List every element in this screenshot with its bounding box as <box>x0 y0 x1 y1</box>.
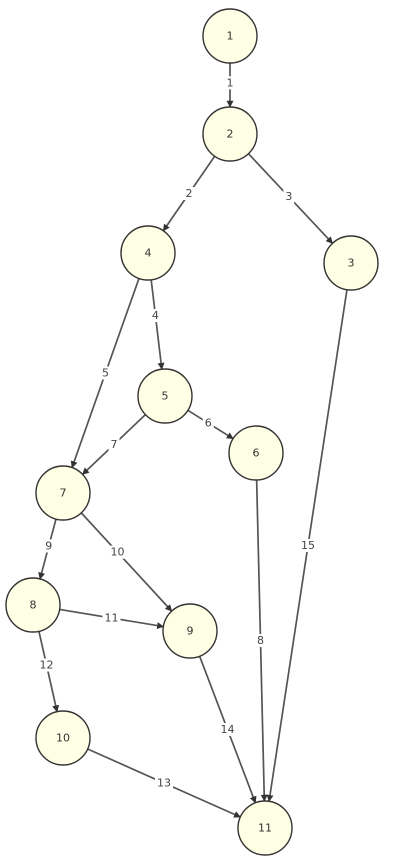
edge-label-background <box>299 539 317 552</box>
edge-8[interactable]: 8 <box>255 479 268 802</box>
edge-10[interactable]: 10 <box>80 512 173 612</box>
edge-label-background <box>37 658 56 672</box>
edge-label-background <box>283 190 295 204</box>
edge-label: 3 <box>285 190 292 203</box>
edge-label-background <box>255 634 266 647</box>
edge-label-background <box>202 416 214 430</box>
edge-9[interactable]: 9 <box>38 518 57 580</box>
edge-label-background <box>183 187 195 200</box>
node-1[interactable]: 1 <box>202 8 258 64</box>
node-circle <box>35 710 91 766</box>
edge-14[interactable]: 14 <box>198 655 257 804</box>
edge-label: 13 <box>157 777 171 790</box>
node-circle <box>237 800 293 856</box>
node-circle <box>5 577 61 633</box>
node-circle <box>162 603 218 659</box>
node-label: 10 <box>56 732 70 745</box>
node-2[interactable]: 2 <box>202 106 258 162</box>
edge-label: 15 <box>301 539 315 552</box>
node-8[interactable]: 8 <box>5 577 61 633</box>
edge-label: 7 <box>111 438 118 451</box>
edge-label-background <box>108 545 127 559</box>
node-label: 8 <box>30 599 37 612</box>
edge-12[interactable]: 12 <box>37 631 60 713</box>
node-label: 11 <box>258 822 272 835</box>
edge-label-background <box>102 611 121 625</box>
edge-label: 4 <box>152 309 159 322</box>
node-label: 2 <box>227 128 234 141</box>
node-11[interactable]: 11 <box>237 800 293 856</box>
node-circle <box>137 368 193 424</box>
edge-1[interactable]: 1 <box>224 63 236 108</box>
node-label: 6 <box>253 447 260 460</box>
node-circle <box>120 225 176 281</box>
edge-label: 1 <box>227 76 234 89</box>
node-7[interactable]: 7 <box>35 465 91 521</box>
node-label: 4 <box>145 247 152 260</box>
edge-15[interactable]: 15 <box>266 289 348 802</box>
node-label: 9 <box>187 625 194 638</box>
edge-label-background <box>108 438 120 451</box>
edge-line <box>150 279 165 370</box>
edge-11[interactable]: 11 <box>59 608 165 630</box>
edge-label: 6 <box>205 417 212 430</box>
edge-label: 5 <box>102 367 109 380</box>
edge-label: 11 <box>105 612 119 625</box>
edge-2[interactable]: 2 <box>162 155 216 232</box>
edge-4[interactable]: 4 <box>149 279 165 370</box>
node-6[interactable]: 6 <box>228 425 284 481</box>
node-circle <box>35 465 91 521</box>
node-label: 1 <box>227 30 234 43</box>
node-10[interactable]: 10 <box>35 710 91 766</box>
node-label: 3 <box>348 257 355 270</box>
node-circle <box>202 106 258 162</box>
node-circle <box>202 8 258 64</box>
edge-label: 9 <box>45 540 52 553</box>
edge-label: 8 <box>257 634 264 647</box>
node-9[interactable]: 9 <box>162 603 218 659</box>
edge-label-background <box>100 366 111 380</box>
edge-label-background <box>149 309 161 323</box>
edge-7[interactable]: 7 <box>81 413 147 476</box>
edge-label: 10 <box>110 546 124 559</box>
node-3[interactable]: 3 <box>323 235 379 291</box>
node-label: 7 <box>60 487 67 500</box>
edge-13[interactable]: 13 <box>87 748 241 818</box>
node-4[interactable]: 4 <box>120 225 176 281</box>
edge-label: 12 <box>40 659 54 672</box>
edge-line <box>80 512 173 612</box>
node-5[interactable]: 5 <box>137 368 193 424</box>
edge-label: 14 <box>221 723 235 736</box>
node-label: 5 <box>162 390 169 403</box>
edge-label-background <box>224 76 236 90</box>
edge-5[interactable]: 5 <box>70 278 140 469</box>
edge-label-background <box>155 776 173 790</box>
edge-3[interactable]: 3 <box>247 153 334 244</box>
node-circle <box>323 235 379 291</box>
edge-label-background <box>43 539 55 553</box>
edge-6[interactable]: 6 <box>187 409 234 440</box>
edge-label: 2 <box>186 187 193 200</box>
edge-label-background <box>218 723 237 736</box>
node-circle <box>228 425 284 481</box>
